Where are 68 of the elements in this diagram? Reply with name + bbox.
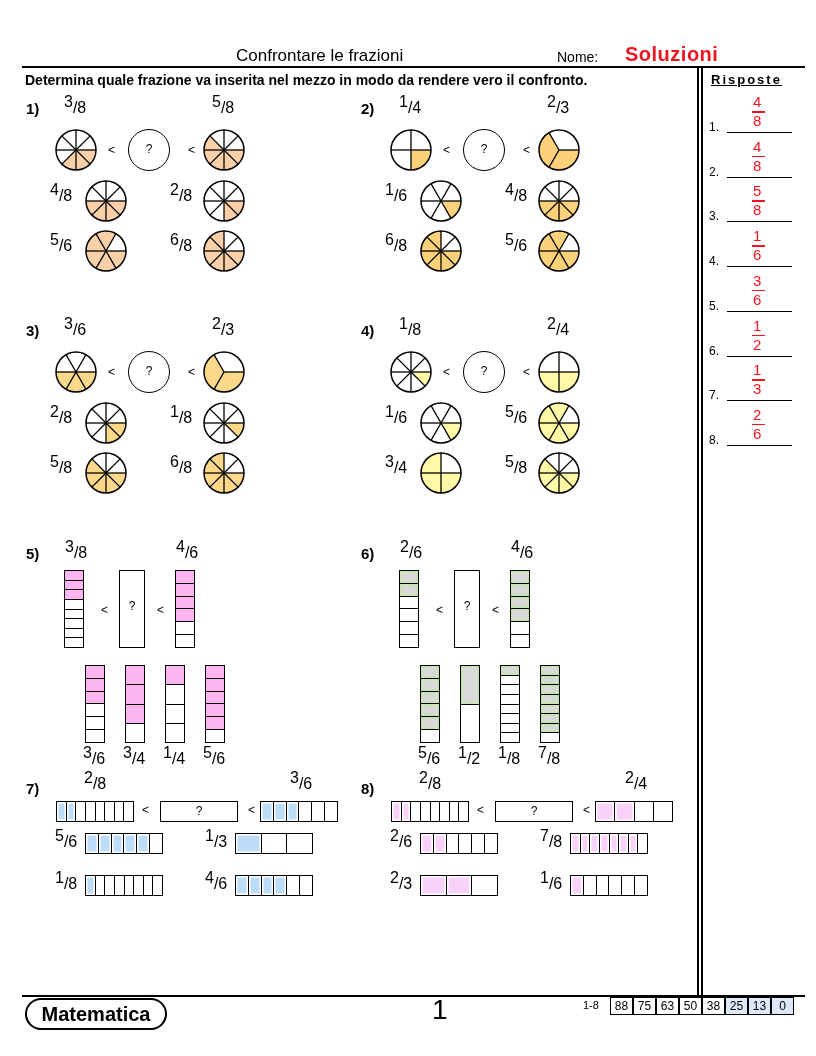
answer-numerator: 3 [753,271,762,289]
score-cell: 75 [633,997,656,1015]
answer-denominator: 8 [753,201,762,219]
answer-numerator: 1 [753,227,762,245]
name-label: Nome: [557,49,599,65]
answer-numerator: 5 [753,182,762,200]
comparison-sign: < [108,365,115,379]
comparison-sign: < [477,803,484,817]
answer-number: 3. [709,209,719,224]
answer-number: 7. [709,388,719,403]
score-cell: 50 [679,997,702,1015]
comparison-sign: < [101,603,108,617]
score-cell: 13 [748,997,771,1015]
score-range: 1-8 [583,999,599,1011]
answer-denominator: 6 [753,246,762,264]
comparison-sign: < [142,803,149,817]
answer-number: 2. [709,164,719,179]
problem-number: 1) [26,100,40,117]
comparison-sign: < [248,803,255,817]
answer-box: ? [454,570,480,648]
comparison-sign: < [523,365,530,379]
answer-box: ? [119,570,145,648]
score-cell: 25 [725,997,748,1015]
problem-number: 8) [361,780,375,797]
score-cell: 88 [610,997,633,1015]
answer-denominator: 3 [753,380,762,398]
comparison-sign: < [188,143,195,157]
comparison-sign: < [108,143,115,157]
problem-number: 4) [361,322,375,339]
problem-number: 2) [361,100,375,117]
answer-denominator: 6 [753,290,762,308]
comparison-sign: < [523,143,530,157]
answer-number: 5. [709,298,719,313]
name-value: Soluzioni [625,43,719,66]
comparison-sign: < [188,365,195,379]
answer-denominator: 8 [753,112,762,129]
answer-denominator: 8 [753,156,762,174]
score-cell: 38 [702,997,725,1015]
answer-number: 4. [709,254,719,269]
problem-number: 6) [361,545,375,562]
answer-number: 1. [709,120,719,134]
problem-number: 3) [26,322,40,339]
answer-numerator: 4 [753,93,762,110]
comparison-sign: < [157,603,164,617]
instructions: Determina quale frazione va inserita nel mezzo in modo da rendere vero il confronto. [25,72,588,88]
answer-numerator: 1 [753,316,762,334]
subject-badge: Matematica [25,998,167,1030]
answer-box: ? [160,801,238,822]
answer-number: 6. [709,343,719,358]
worksheet-title: Confrontare le frazioni [236,46,404,66]
answer-numerator: 4 [753,137,762,155]
answer-numerator: 2 [753,405,762,423]
answer-numerator: 1 [753,361,762,379]
problem-number: 7) [26,780,40,797]
score-cell: 63 [656,997,679,1015]
problem-number: 5) [26,545,40,562]
comparison-sign: < [492,603,499,617]
answer-number: 8. [709,432,719,447]
comparison-sign: < [443,143,450,157]
answers-heading: Risposte [711,72,782,87]
answer-denominator: 6 [753,424,762,442]
page-number: 1 [432,994,448,1026]
comparison-sign: < [583,803,590,817]
comparison-sign: < [443,365,450,379]
comparison-sign: < [436,603,443,617]
answer-box: ? [495,801,573,822]
score-cell: 0 [771,997,794,1015]
answer-denominator: 2 [753,335,762,353]
